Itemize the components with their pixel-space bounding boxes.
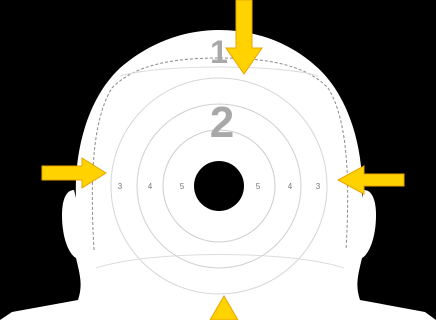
ring-score-right-3: 3 [316, 182, 321, 191]
ring-score-right-4: 4 [288, 182, 293, 191]
zone-label-2: 2 [210, 98, 234, 147]
ring-score-left-5: 5 [180, 182, 185, 191]
ring-score-right-5: 5 [256, 182, 261, 191]
zone-label-1: 1 [210, 34, 228, 70]
bullseye [194, 161, 244, 211]
ring-score-left-3: 3 [118, 182, 123, 191]
ring-score-left-4: 4 [148, 182, 153, 191]
